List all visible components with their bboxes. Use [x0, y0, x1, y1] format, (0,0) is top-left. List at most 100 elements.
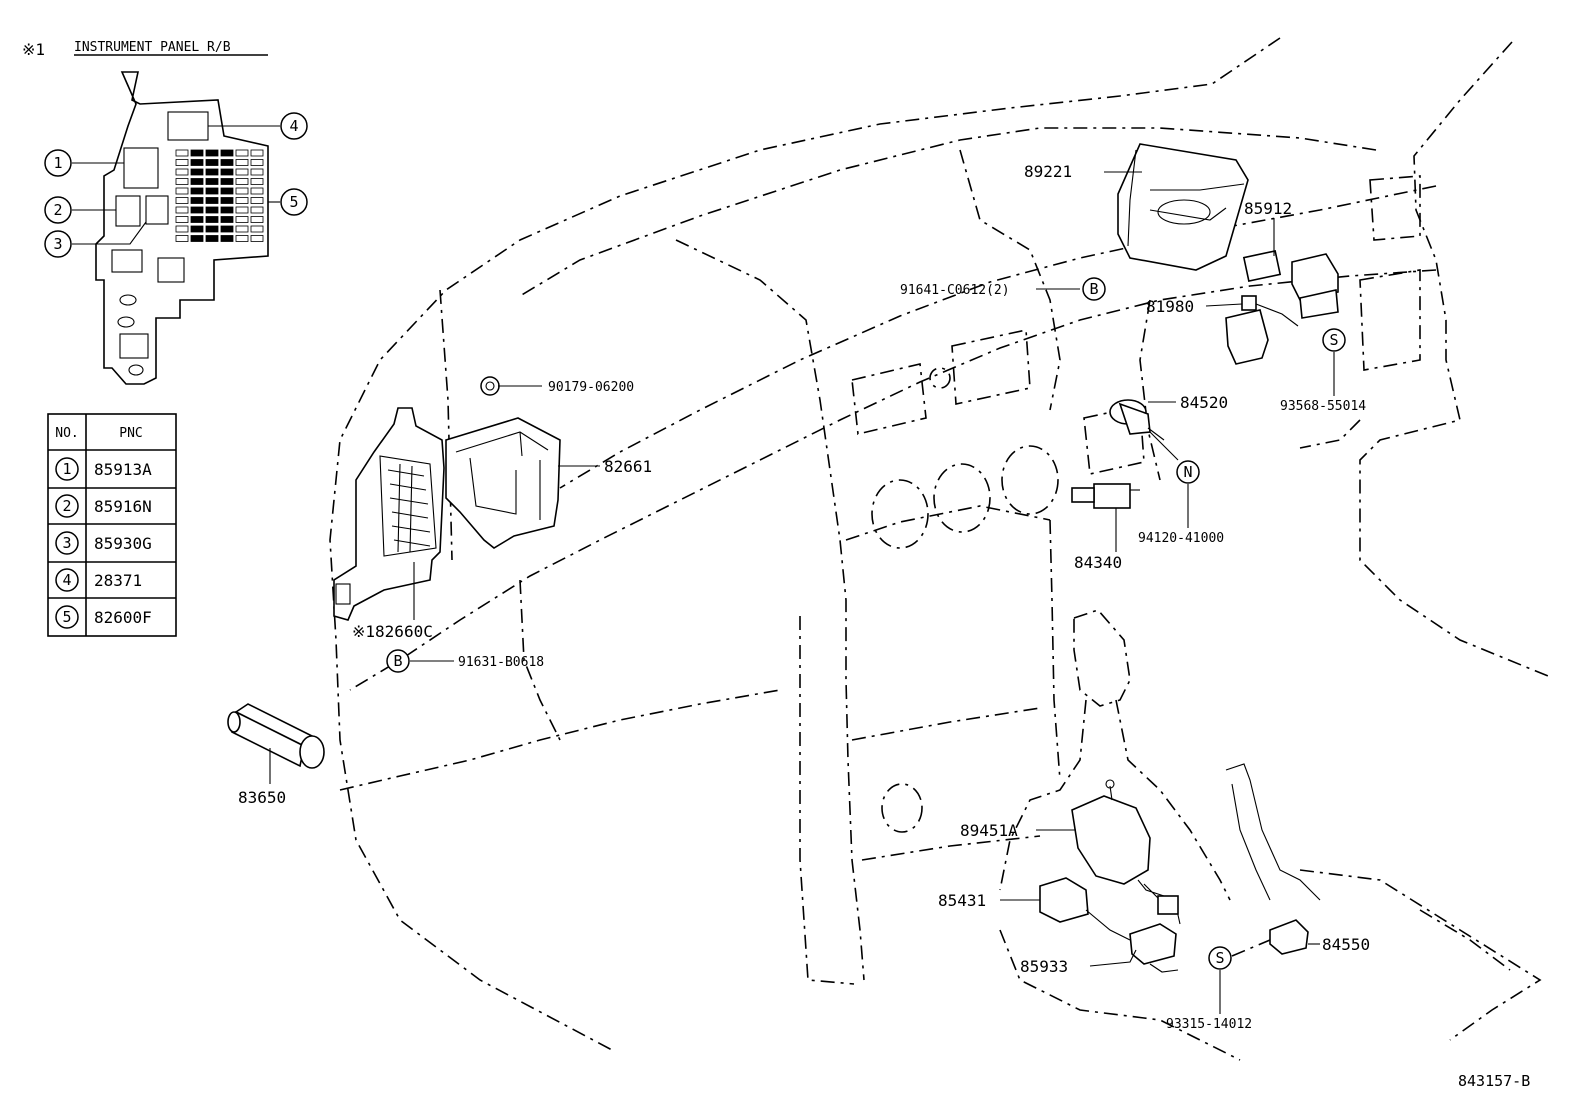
fuse-slot — [190, 225, 204, 233]
symbol-b-upper-text: B — [1089, 280, 1098, 298]
fuse-slot — [235, 178, 249, 185]
reference-symbols: B S N B S — [386, 277, 1346, 970]
dash-vent-right — [1299, 419, 1361, 449]
callout-2 — [44, 196, 72, 224]
fuse-slot — [220, 159, 234, 166]
fuse-slot — [235, 168, 249, 176]
fuse-slot — [175, 206, 189, 214]
callout-4-text: 4 — [289, 117, 298, 135]
fuse-array — [175, 149, 264, 242]
label-85431: 85431 — [938, 891, 986, 910]
fuse-slot — [175, 197, 189, 204]
dash-gauge-3 — [1001, 445, 1059, 515]
dash-gauge-2 — [933, 463, 991, 533]
relay-bracket — [111, 249, 143, 273]
fuse-slot — [175, 159, 189, 166]
fuse-slot — [220, 168, 234, 176]
fuse-slot — [190, 206, 204, 214]
table-row-3-pnc: 85930G — [94, 534, 152, 553]
fuse-slot — [175, 168, 189, 176]
part-brake-lever — [1225, 763, 1321, 901]
fuse-slot — [250, 197, 264, 204]
callout-1-text: 1 — [53, 154, 62, 172]
table-row-2-circle — [55, 494, 79, 518]
table-row-5-circle — [55, 605, 79, 629]
dash-vent-left — [851, 363, 927, 435]
fuse-slot — [235, 216, 249, 223]
part-84340-switch — [1071, 483, 1140, 509]
label-93315: 93315-14012 — [1166, 1017, 1252, 1032]
label-84520: 84520 — [1180, 393, 1228, 412]
dash-cluster-hood — [959, 149, 1061, 411]
relay-socket-4 — [167, 111, 209, 141]
dash-gauge-1 — [871, 479, 929, 549]
relay-mount — [119, 333, 149, 359]
label-91631: 91631-B0618 — [458, 655, 544, 670]
part-84520-switch — [1109, 399, 1165, 441]
fuse-slot — [175, 187, 189, 195]
part-90179-clip — [480, 376, 500, 396]
dash-console-side — [799, 616, 855, 985]
dash-center-mid — [851, 707, 1041, 741]
label-82660c: ※182660C — [352, 622, 433, 641]
symbol-s-lower — [1208, 946, 1232, 970]
part-84550-switch — [1269, 919, 1309, 955]
table-row-2-pnc: 85916N — [94, 497, 152, 516]
dash-console-front — [999, 929, 1241, 1061]
label-81980: 81980 — [1146, 297, 1194, 316]
fuse-slot — [175, 149, 189, 157]
part-85912-relay — [1242, 249, 1339, 319]
fuse-slot — [175, 216, 189, 223]
symbol-s-lower-text: S — [1215, 949, 1224, 967]
label-84340: 84340 — [1074, 553, 1122, 572]
label-83650: 83650 — [238, 788, 286, 807]
relay-hole-2 — [117, 316, 135, 328]
label-85912: 85912 — [1244, 199, 1292, 218]
symbol-b-lower — [386, 649, 410, 673]
table-row-5-no: 5 — [62, 608, 71, 626]
part-82661-bracket — [445, 417, 561, 549]
table-header-no: NO. — [55, 426, 78, 441]
fuse-slot — [205, 216, 219, 223]
dash-knob — [881, 783, 923, 833]
fuse-slot — [205, 168, 219, 176]
figure-id: 843157-B — [1458, 1072, 1530, 1090]
dash-hazard-switch — [929, 367, 951, 389]
fuse-slot — [235, 187, 249, 195]
dash-glovebox-left — [519, 579, 561, 741]
fuse-slot — [250, 225, 264, 233]
fuse-slot — [220, 187, 234, 195]
relay-socket-1 — [123, 147, 159, 189]
fuse-slot — [205, 187, 219, 195]
part-shift-lever — [999, 609, 1231, 901]
dash-center-low — [861, 835, 1041, 861]
dash-console-right — [1299, 869, 1542, 1041]
dash-inner-panel — [439, 289, 453, 561]
fuse-slot — [235, 197, 249, 204]
fuse-slot — [220, 225, 234, 233]
table-row-1-circle — [55, 457, 79, 481]
part-82660c-relay-block — [333, 407, 445, 621]
fuse-slot — [235, 206, 249, 214]
fuse-slot — [250, 149, 264, 157]
dash-mid-edge — [559, 185, 1437, 489]
table-row-4-no: 4 — [62, 571, 71, 589]
table-row-4-circle — [55, 568, 79, 592]
table-row-1-no: 1 — [62, 460, 71, 478]
label-89221: 89221 — [1024, 162, 1072, 181]
table-row-5-pnc: 82600F — [94, 608, 152, 627]
callout-4 — [280, 112, 308, 140]
symbol-n-text: N — [1183, 463, 1192, 481]
fuse-slot — [250, 206, 264, 214]
fuse-slot — [235, 225, 249, 233]
label-91641: 91641-C0612(2) — [900, 283, 1010, 298]
callout-1 — [44, 149, 72, 177]
dash-center-top — [845, 505, 1051, 541]
dash-lower-edge — [349, 269, 1437, 691]
symbol-s-upper — [1322, 328, 1346, 352]
table-frame — [47, 413, 177, 637]
part-81980-flasher — [1225, 295, 1269, 365]
callout-5 — [280, 188, 308, 216]
symbol-b-upper — [1082, 277, 1106, 301]
